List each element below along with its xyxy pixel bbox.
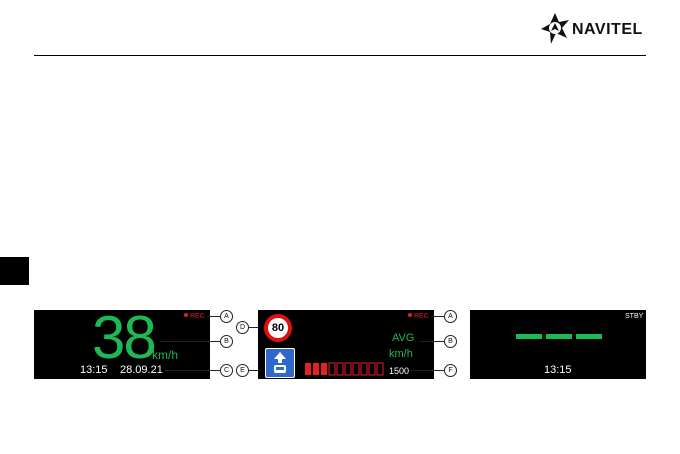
callout-leader <box>249 327 263 328</box>
callout-a: A <box>444 310 457 323</box>
callout-leader <box>249 370 263 371</box>
callout-b: B <box>220 335 233 348</box>
navitel-logo <box>540 12 652 48</box>
speed-unit: km/h <box>152 348 179 362</box>
bus-lane-icon <box>265 348 295 378</box>
clock-time: 13:15 <box>80 364 108 376</box>
screen-average: REC 80 AVG km/h 1500 <box>258 310 434 379</box>
clock-time: 13:15 <box>544 364 572 376</box>
callout-e: E <box>236 364 249 377</box>
bar-segment-empty <box>336 362 344 376</box>
callout-leader <box>165 370 220 371</box>
rec-dot-icon <box>184 313 188 317</box>
bar-segment-empty <box>344 362 352 376</box>
bar-segment-filled <box>305 363 311 375</box>
header-divider <box>34 55 646 56</box>
bar-segment-empty <box>360 362 368 376</box>
speed-limit-value: 80 <box>271 322 285 334</box>
bar-segment-filled <box>313 363 319 375</box>
bar-segment-filled <box>321 363 327 375</box>
callout-d: D <box>236 321 249 334</box>
callout-f: F <box>444 364 457 377</box>
callout-b: B <box>444 335 457 348</box>
avg-label: AVG <box>392 332 415 344</box>
callout-a: A <box>220 310 233 323</box>
screen-speed: REC 38 km/h 13:15 28.09.21 <box>34 310 210 379</box>
bar-segment-empty <box>328 362 336 376</box>
rec-label: REC <box>190 313 205 320</box>
rec-dot-icon <box>408 313 412 317</box>
callout-leader <box>410 370 444 371</box>
callout-leader <box>160 341 220 342</box>
brand-name: NAVITEL <box>572 21 643 38</box>
rec-indicator: REC <box>408 313 429 320</box>
distance-value: 1500 <box>389 366 410 376</box>
navitel-logo-icon <box>541 13 569 44</box>
screen-standby: STBY 13:15 <box>470 310 646 379</box>
bar-segment-empty <box>376 362 384 376</box>
callout-leader <box>420 341 444 342</box>
speed-value: 38 <box>92 310 157 371</box>
standby-label: STBY <box>625 313 644 320</box>
clock-date: 28.09.21 <box>120 364 163 376</box>
callout-c: C <box>220 364 233 377</box>
speed-placeholder-dashes <box>516 334 602 339</box>
side-tab <box>0 257 29 285</box>
speed-limit-sign-icon: 80 <box>264 314 292 342</box>
distance-bar-meter <box>305 362 384 376</box>
rec-indicator: REC <box>184 313 205 320</box>
callout-leader <box>207 316 220 317</box>
bar-segment-empty <box>352 362 360 376</box>
bar-segment-empty <box>368 362 376 376</box>
avg-unit: km/h <box>389 348 413 360</box>
callout-leader <box>431 316 444 317</box>
rec-label: REC <box>414 313 429 320</box>
